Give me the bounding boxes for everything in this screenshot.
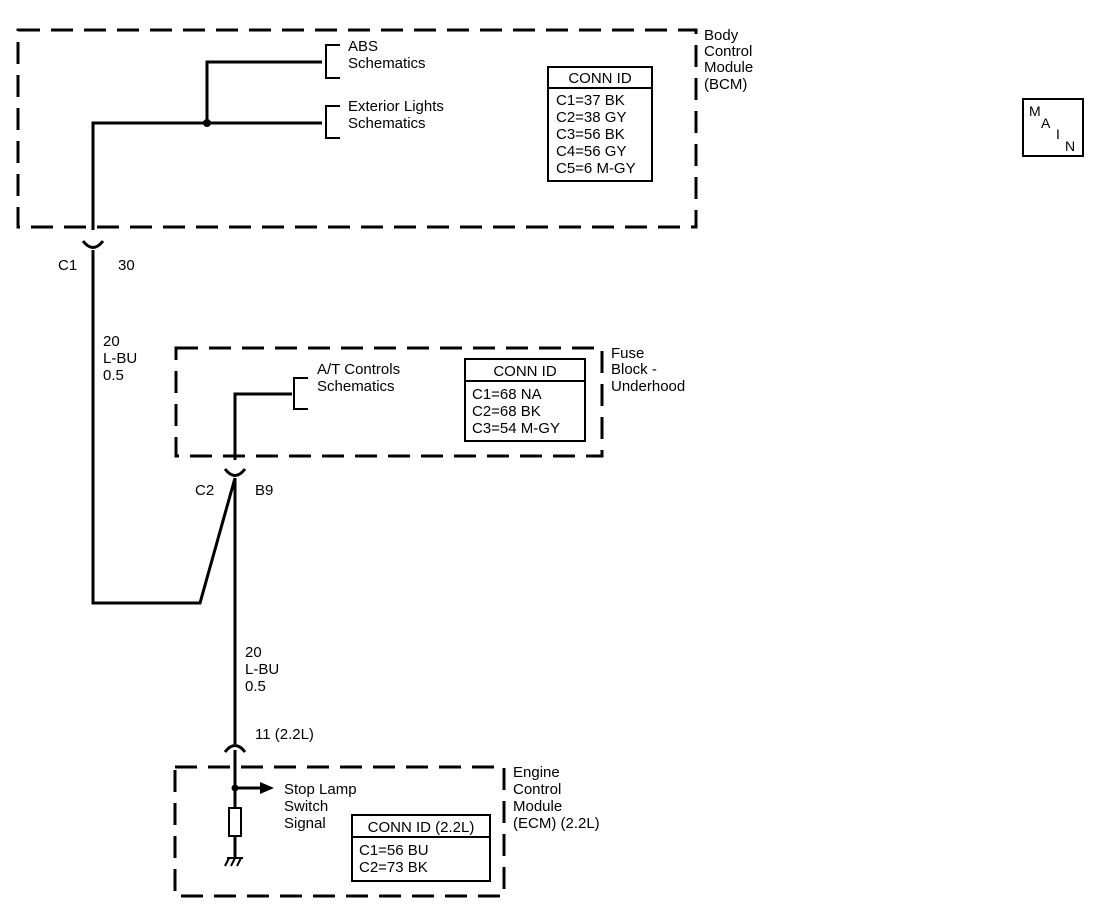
fuse-block-internal-wire — [233, 392, 292, 460]
resistor-icon — [228, 807, 242, 837]
bcm-conn-id-header: CONN ID — [568, 70, 632, 87]
ecm-pin-label: 11 (2.2L) — [255, 726, 314, 743]
bcm-branch-wire — [205, 60, 322, 123]
stop-lamp-switch-signal: Stop Lamp Switch Signal — [284, 781, 361, 832]
fuse-block-pin-label: B9 — [255, 482, 273, 499]
bcm-conn-id-table: CONN ID C1=37 BK C2=38 GY C3=56 BK C4=56… — [547, 66, 653, 182]
fuse-block-conn-id-header: CONN ID — [493, 363, 557, 380]
ecm-module: Engine Control Module (ECM) (2.2L) Stop … — [173, 750, 600, 898]
ecm-conn-id-rows: C1=56 BU C2=73 BK — [359, 842, 433, 876]
exterior-lights-schematics-link[interactable]: Exterior Lights Schematics — [348, 98, 448, 132]
bcm-output-wire — [91, 250, 237, 605]
abs-schematics-link[interactable]: ABS Schematics — [348, 38, 426, 72]
ecm-title: Engine Control Module (ECM) (2.2L) — [513, 764, 600, 832]
signal-arrow-icon — [260, 782, 274, 794]
bcm-connector-label: C1 — [58, 257, 77, 274]
fuse-block-connector-c2: C2 B9 — [195, 468, 273, 499]
connector-arc-icon — [223, 468, 247, 477]
ecm-connector: 11 (2.2L) — [223, 726, 314, 753]
fuse-block-conn-id-rows: C1=68 NA C2=68 BK C3=54 M-GY — [472, 386, 560, 437]
main-badge-letter: A — [1041, 115, 1051, 131]
abs-ref-bracket[interactable] — [325, 44, 340, 79]
connector-arc-icon — [223, 744, 247, 753]
fuse-block-boundary — [174, 346, 604, 458]
ecm-conn-id-table: CONN ID (2.2L) C1=56 BU C2=73 BK — [351, 814, 491, 882]
at-controls-schematics-link[interactable]: A/T Controls Schematics — [317, 361, 404, 395]
bcm-pin-label: 30 — [118, 257, 135, 274]
fuse-block-title: Fuse Block - Underhood — [611, 345, 685, 395]
ecm-conn-id-header: CONN ID (2.2L) — [368, 819, 475, 836]
fuse-block-module: Fuse Block - Underhood A/T Controls Sche… — [174, 345, 685, 460]
at-controls-ref-bracket[interactable] — [293, 377, 308, 410]
wire1-spec: 20 L-BU 0.5 — [103, 333, 141, 384]
bcm-splice-dot — [203, 119, 211, 127]
exterior-lights-ref-bracket[interactable] — [325, 105, 340, 139]
main-badge-letter: I — [1056, 126, 1060, 142]
bcm-internal-wire — [91, 121, 322, 230]
main-badge-letter: M — [1029, 103, 1041, 119]
main-badge[interactable]: M A I N — [1022, 98, 1084, 157]
bcm-boundary — [16, 28, 698, 229]
bcm-conn-id-rows: C1=37 BK C2=38 GY C3=56 BK C4=56 GY C5=6… — [556, 92, 636, 177]
ground-icon — [224, 857, 243, 867]
bcm-title: Body Control Module (BCM) — [704, 27, 757, 93]
wire2-spec: 20 L-BU 0.5 — [245, 644, 283, 695]
main-badge-letter: N — [1065, 138, 1075, 154]
fuse-block-conn-id-table: CONN ID C1=68 NA C2=68 BK C3=54 M-GY — [464, 358, 586, 442]
bcm-module: Body Control Module (BCM) ABS Schematics… — [16, 27, 757, 230]
bcm-connector-c1: C1 30 — [58, 240, 135, 274]
fuse-block-connector-label: C2 — [195, 482, 214, 499]
connector-arc-icon — [81, 240, 105, 249]
main-badge-frame[interactable] — [1022, 98, 1084, 157]
